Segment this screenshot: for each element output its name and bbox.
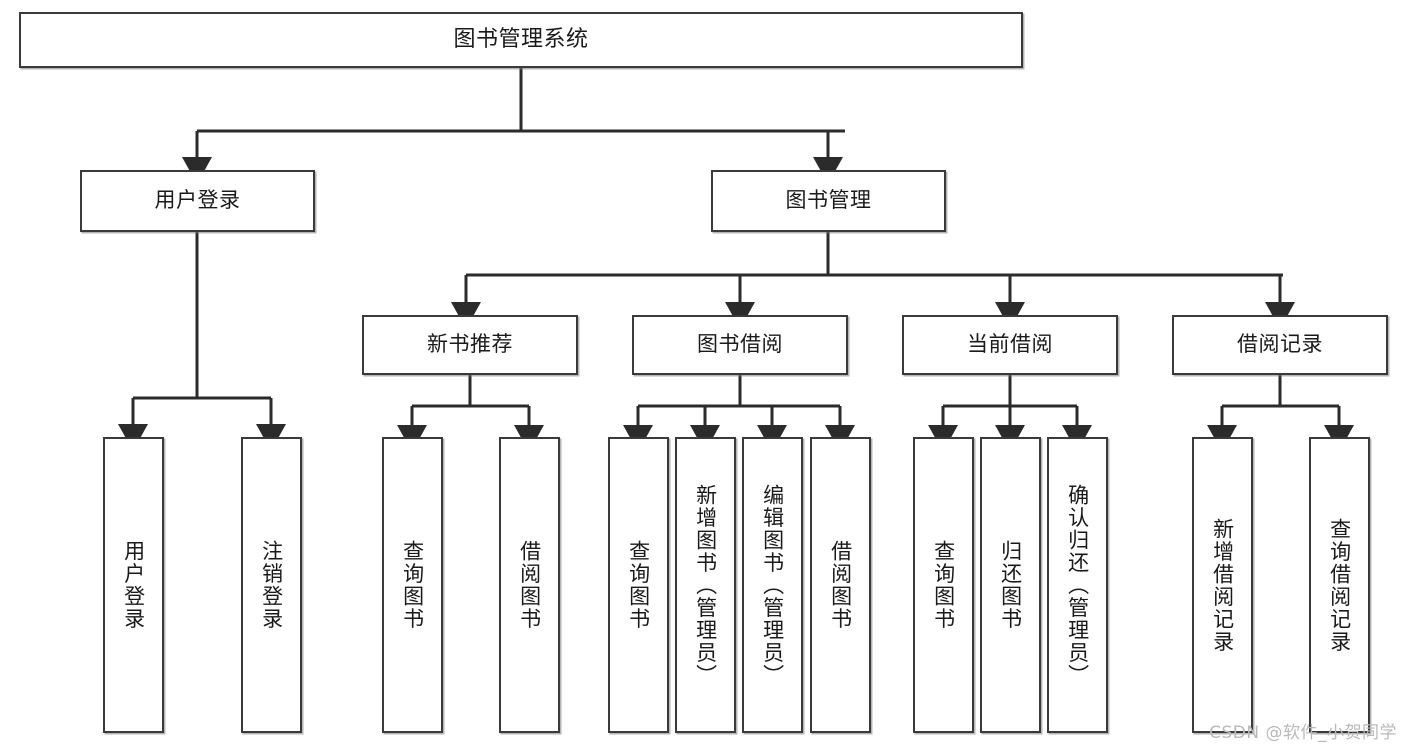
- node-label: 图书管理: [785, 188, 872, 213]
- node-label: 查询图书: [626, 540, 651, 630]
- node-leaf-query-book-current[interactable]: 查询图书: [913, 437, 974, 733]
- node-label: 用户登录: [154, 188, 241, 213]
- node-label: 图书借阅: [697, 332, 783, 357]
- node-label: 当前借阅: [967, 332, 1053, 357]
- node-leaf-logout-login[interactable]: 注销登录: [241, 437, 302, 733]
- node-current-borrow[interactable]: 当前借阅: [902, 315, 1118, 375]
- node-label: 新增图书（管理员）: [693, 483, 718, 687]
- node-leaf-add-borrow-record[interactable]: 新增借阅记录: [1192, 437, 1253, 733]
- node-user-login[interactable]: 用户登录: [80, 170, 315, 232]
- node-label: 借阅图书: [517, 540, 542, 630]
- node-label: 用户登录: [121, 540, 146, 630]
- node-book-management[interactable]: 图书管理: [711, 170, 946, 232]
- node-new-book-recommend[interactable]: 新书推荐: [362, 315, 578, 375]
- node-label: 注销登录: [259, 540, 284, 630]
- node-leaf-query-borrow-record[interactable]: 查询借阅记录: [1309, 437, 1370, 733]
- node-label: 查询借阅记录: [1327, 517, 1352, 653]
- node-label: 编辑图书（管理员）: [760, 483, 785, 687]
- node-label: 查询图书: [400, 540, 425, 630]
- node-label: 查询图书: [931, 540, 956, 630]
- node-label: 确认归还（管理员）: [1065, 483, 1090, 687]
- node-label: 新增借阅记录: [1210, 517, 1235, 653]
- node-label: 借阅图书: [828, 540, 853, 630]
- node-label: 图书管理系统: [453, 26, 589, 52]
- node-leaf-user-login[interactable]: 用户登录: [103, 437, 164, 733]
- node-leaf-query-book-borrow[interactable]: 查询图书: [608, 437, 669, 733]
- node-borrow-record[interactable]: 借阅记录: [1172, 315, 1388, 375]
- node-book-management-system[interactable]: 图书管理系统: [19, 12, 1023, 68]
- node-leaf-edit-book[interactable]: 编辑图书（管理员）: [742, 437, 803, 733]
- node-label: 新书推荐: [427, 332, 513, 357]
- watermark-text: CSDN @软件_小贺同学: [1209, 723, 1397, 743]
- node-leaf-return-book[interactable]: 归还图书: [980, 437, 1041, 733]
- node-leaf-add-book[interactable]: 新增图书（管理员）: [675, 437, 736, 733]
- node-book-borrow[interactable]: 图书借阅: [632, 315, 848, 375]
- node-leaf-borrow-book[interactable]: 借阅图书: [810, 437, 871, 733]
- node-label: 归还图书: [998, 540, 1023, 630]
- node-label: 借阅记录: [1237, 332, 1323, 357]
- node-leaf-query-book-recommend[interactable]: 查询图书: [382, 437, 443, 733]
- node-leaf-borrow-book-recommend[interactable]: 借阅图书: [499, 437, 560, 733]
- node-leaf-confirm-return[interactable]: 确认归还（管理员）: [1047, 437, 1108, 733]
